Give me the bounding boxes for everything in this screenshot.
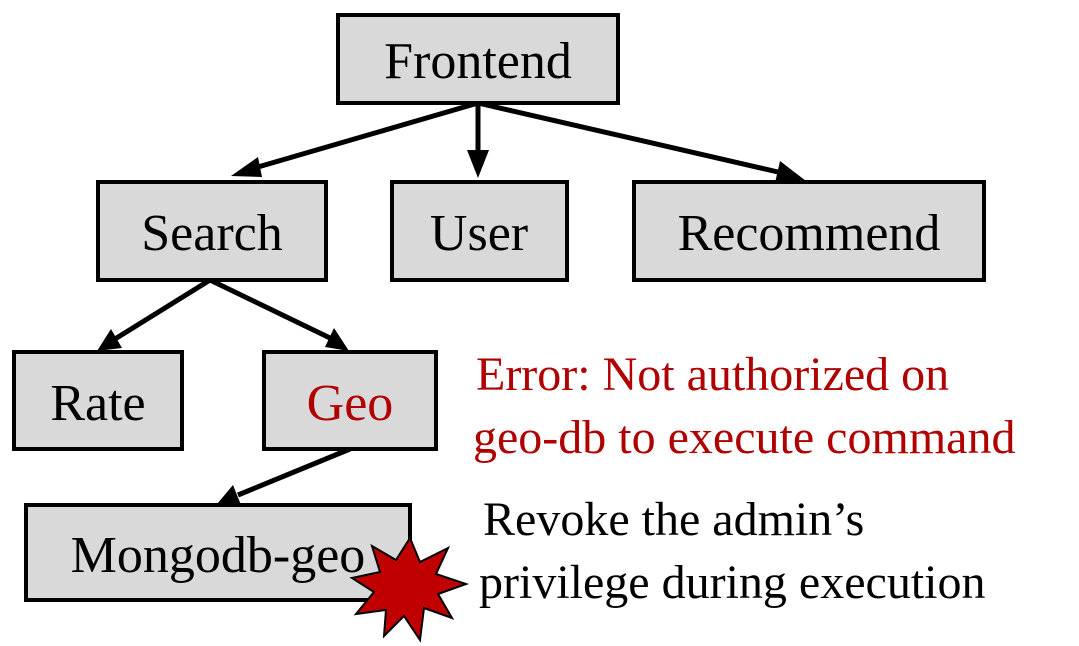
arrowhead-rate — [97, 329, 122, 351]
error-note-line-1: Error: Not authorized on — [476, 348, 949, 401]
arrowhead-geo — [325, 328, 349, 351]
edge-geo-mongodb — [237, 446, 351, 498]
arrowhead-recommend — [775, 161, 806, 183]
node-recommend-label: Recommend — [678, 205, 941, 262]
action-note: Revoke the admin’s privilege during exec… — [479, 493, 986, 609]
node-user: User — [390, 180, 569, 282]
error-note-line-2: geo-db to execute command — [473, 411, 1015, 464]
node-mongodb-geo-label: Mongodb-geo — [71, 527, 366, 584]
edge-frontend-search — [257, 100, 479, 170]
node-geo-label: Geo — [307, 375, 394, 432]
node-recommend: Recommend — [632, 180, 986, 282]
error-note: Error: Not authorized on geo-db to execu… — [473, 348, 1015, 464]
node-frontend-label: Frontend — [384, 33, 572, 90]
arrowhead-search — [231, 157, 262, 177]
node-search-label: Search — [141, 205, 282, 262]
node-rate: Rate — [12, 350, 184, 451]
edge-search-rate — [113, 277, 212, 342]
edges — [97, 100, 806, 505]
arrowhead-mongodb — [217, 485, 241, 505]
action-note-line-2: privilege during execution — [479, 556, 986, 609]
node-rate-label: Rate — [50, 375, 145, 432]
node-geo: Geo — [262, 350, 438, 451]
node-mongodb-geo: Mongodb-geo — [24, 503, 412, 602]
node-frontend: Frontend — [336, 13, 620, 105]
node-search: Search — [96, 180, 328, 282]
action-note-line-1: Revoke the admin’s — [483, 493, 864, 546]
node-user-label: User — [430, 205, 528, 262]
arrowhead-user — [467, 150, 489, 178]
edge-search-geo — [208, 277, 332, 341]
edge-frontend-recommend — [477, 100, 779, 175]
explosion-icon — [349, 535, 470, 643]
